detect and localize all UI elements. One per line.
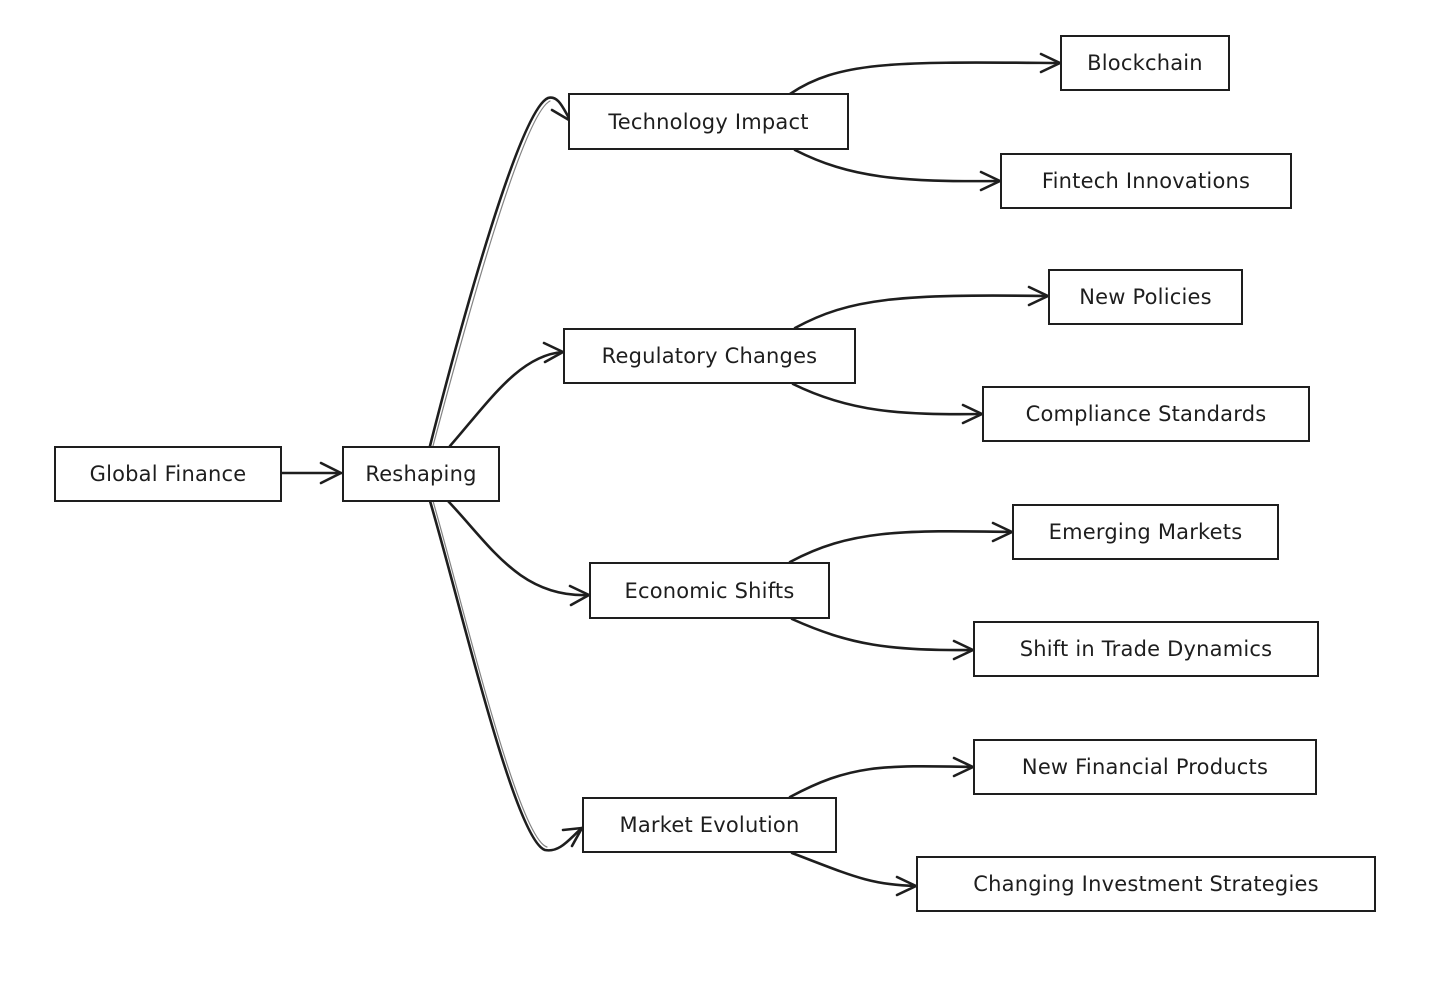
connector-reshaping-to-market-evolution bbox=[428, 499, 584, 852]
node-label: New Financial Products bbox=[1021, 755, 1269, 779]
node-changing-investment-strategies[interactable]: Changing Investment Strategies bbox=[916, 856, 1376, 912]
node-label: Regulatory Changes bbox=[601, 344, 818, 368]
node-label: Changing Investment Strategies bbox=[973, 872, 1319, 896]
connector-market-evolution-to-new-financial-products bbox=[788, 756, 975, 799]
node-label: Reshaping bbox=[365, 462, 477, 486]
connector-regulatory-changes-to-compliance-standards bbox=[791, 382, 984, 425]
node-label: Shift in Trade Dynamics bbox=[1019, 637, 1273, 661]
connector-economic-shifts-to-shift-in-trade-dynamics bbox=[790, 617, 975, 661]
node-economic-shifts[interactable]: Economic Shifts bbox=[589, 562, 830, 619]
node-label: New Policies bbox=[1079, 285, 1212, 309]
node-market-evolution[interactable]: Market Evolution bbox=[582, 797, 837, 853]
node-blockchain[interactable]: Blockchain bbox=[1060, 35, 1230, 91]
node-label: Economic Shifts bbox=[624, 578, 795, 603]
node-technology-impact[interactable]: Technology Impact bbox=[568, 93, 849, 150]
node-new-policies[interactable]: New Policies bbox=[1048, 269, 1243, 325]
node-emerging-markets[interactable]: Emerging Markets bbox=[1012, 504, 1279, 560]
node-regulatory-changes[interactable]: Regulatory Changes bbox=[563, 328, 856, 384]
node-compliance-standards[interactable]: Compliance Standards bbox=[982, 386, 1310, 442]
node-label: Global Finance bbox=[89, 462, 247, 486]
connector-reshaping-to-economic-shifts bbox=[446, 499, 591, 607]
node-label: Market Evolution bbox=[619, 813, 800, 837]
node-global-finance[interactable]: Global Finance bbox=[54, 446, 282, 502]
node-label: Compliance Standards bbox=[1025, 402, 1267, 426]
connector-reshaping-to-technology-impact bbox=[428, 96, 573, 448]
node-label: Blockchain bbox=[1087, 51, 1203, 75]
connector-technology-impact-to-blockchain bbox=[788, 52, 1062, 96]
connector-technology-impact-to-fintech-innovations bbox=[793, 148, 1002, 192]
connector-global-finance-to-reshaping bbox=[280, 461, 343, 485]
connector-regulatory-changes-to-new-policies bbox=[793, 285, 1050, 330]
node-label: Technology Impact bbox=[608, 109, 809, 134]
node-label: Emerging Markets bbox=[1048, 520, 1243, 544]
connector-reshaping-to-regulatory-changes bbox=[448, 341, 565, 448]
connector-economic-shifts-to-emerging-markets bbox=[788, 521, 1014, 564]
node-label: Fintech Innovations bbox=[1041, 169, 1251, 193]
connector-market-evolution-to-changing-investment-strategies bbox=[790, 851, 918, 897]
node-new-financial-products[interactable]: New Financial Products bbox=[973, 739, 1317, 795]
node-shift-in-trade-dynamics[interactable]: Shift in Trade Dynamics bbox=[973, 621, 1319, 677]
node-reshaping[interactable]: Reshaping bbox=[342, 446, 500, 502]
node-fintech-innovations[interactable]: Fintech Innovations bbox=[1000, 153, 1292, 209]
